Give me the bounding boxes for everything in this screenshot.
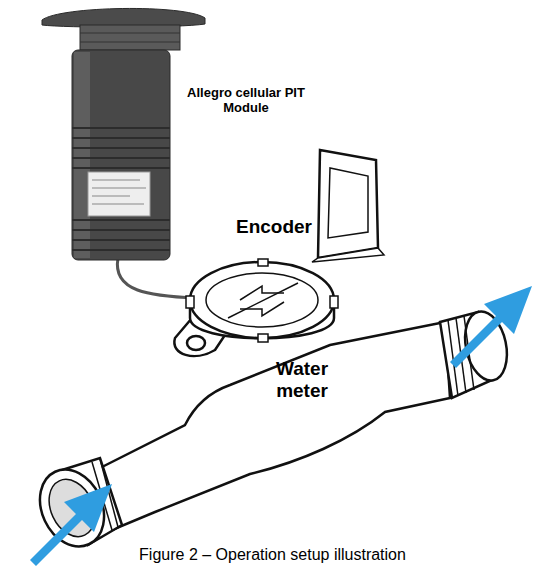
meter-label: Water meter — [262, 358, 342, 402]
module-cable — [117, 258, 196, 298]
figure-caption: Figure 2 – Operation setup illustration — [0, 546, 545, 564]
encoder-label: Encoder — [232, 216, 316, 238]
flow-arrow — [30, 484, 112, 566]
pit-module — [42, 8, 205, 260]
flow-arrow — [450, 286, 532, 368]
module-label: Allegro cellular PIT Module — [186, 86, 306, 116]
